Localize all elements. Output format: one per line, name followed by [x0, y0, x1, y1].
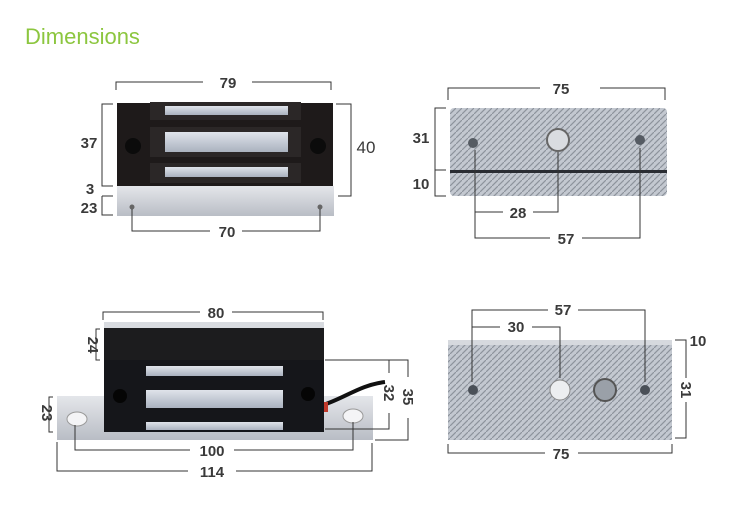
armature-view-top: 75 31 10 28 57 [413, 81, 667, 248]
dim-hole-spacing: 57 [555, 302, 572, 319]
dim-plate-height: 23 [81, 200, 98, 217]
screw-icon [310, 138, 326, 154]
dim-plate-height: 23 [38, 405, 55, 422]
page-title: Dimensions [25, 24, 140, 49]
mounting-plate [117, 186, 334, 216]
side-view: 80 24 23 32 35 100 114 [38, 305, 416, 481]
screw-icon [593, 378, 617, 402]
dim-gap: 3 [86, 181, 94, 198]
dim-hole-spacing: 57 [558, 231, 575, 248]
dim-length: 75 [553, 81, 570, 98]
dim-lip: 10 [690, 333, 707, 350]
dim-center-hole: 28 [510, 205, 527, 222]
dim-height: 31 [677, 382, 694, 399]
dim-outer-height: 35 [399, 389, 416, 406]
dim-width: 79 [220, 75, 237, 92]
dim-hole-spacing: 100 [199, 443, 224, 460]
dim-length: 75 [553, 446, 570, 463]
dim-inner-height: 32 [380, 385, 397, 402]
dim-body-height: 37 [81, 135, 98, 152]
dim-top-height: 24 [84, 337, 101, 354]
dim-hole-spacing: 70 [219, 224, 236, 241]
dim-total-height: 40 [357, 138, 376, 157]
screw-icon [113, 389, 127, 403]
screw-icon [301, 387, 315, 401]
screw-icon [125, 138, 141, 154]
dim-plate-length: 114 [200, 464, 225, 481]
cable [322, 380, 386, 407]
dim-lip: 10 [413, 176, 430, 193]
dim-top-width: 80 [208, 305, 225, 322]
armature-view-bottom: 57 30 10 31 75 [447, 302, 707, 463]
front-view: 79 37 3 23 40 70 [81, 75, 376, 241]
dim-center-hole: 30 [508, 319, 525, 336]
dim-height: 31 [413, 130, 430, 147]
